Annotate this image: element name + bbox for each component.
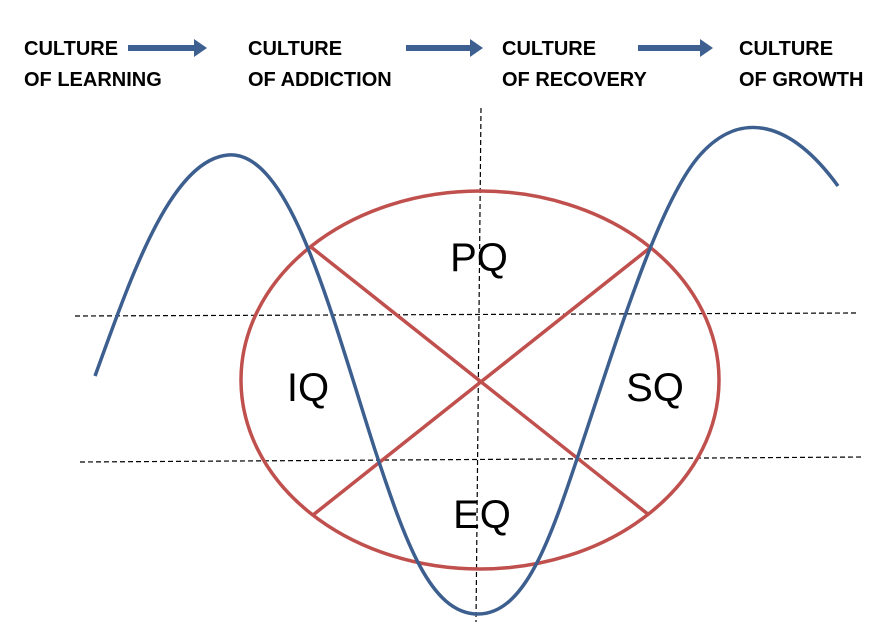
- stage-growth-line2: OF GROWTH: [739, 69, 864, 91]
- stage-label-growth: CULTURE OF GROWTH: [739, 34, 863, 96]
- quadrant-label-pq: PQ: [450, 236, 508, 280]
- stage-learning-line2: OF LEARNING: [24, 69, 162, 91]
- culture-wave-curve: [93, 125, 840, 616]
- stage-recovery-line1: CULTURE: [502, 38, 597, 60]
- arrow-recovery-to-growth-icon: [638, 39, 713, 57]
- stage-recovery-line2: OF RECOVERY: [502, 69, 647, 91]
- quotient-ellipse: [239, 189, 721, 571]
- stage-label-addiction: CULTURE OF ADDICTION: [248, 34, 392, 96]
- arrow-addiction-to-recovery-icon: [406, 39, 483, 57]
- upper-horizontal-guide-line: [74, 312, 857, 317]
- quadrant-label-sq: SQ: [626, 366, 684, 410]
- stage-label-recovery: CULTURE OF RECOVERY: [502, 34, 647, 96]
- stage-addiction-line2: OF ADDICTION: [248, 69, 392, 91]
- stage-learning-line1: CULTURE: [24, 38, 119, 60]
- quadrant-label-eq: EQ: [453, 493, 511, 537]
- arrow-learning-to-addiction-icon: [128, 39, 207, 57]
- vertical-guide-line: [475, 107, 482, 623]
- quadrant-label-iq: IQ: [287, 366, 329, 410]
- lower-horizontal-guide-line: [79, 456, 865, 463]
- stage-label-learning: CULTURE OF LEARNING: [24, 34, 162, 96]
- diagonal-bl-tr: [311, 245, 653, 517]
- stage-growth-line1: CULTURE: [739, 38, 834, 60]
- stage-addiction-line1: CULTURE: [248, 38, 343, 60]
